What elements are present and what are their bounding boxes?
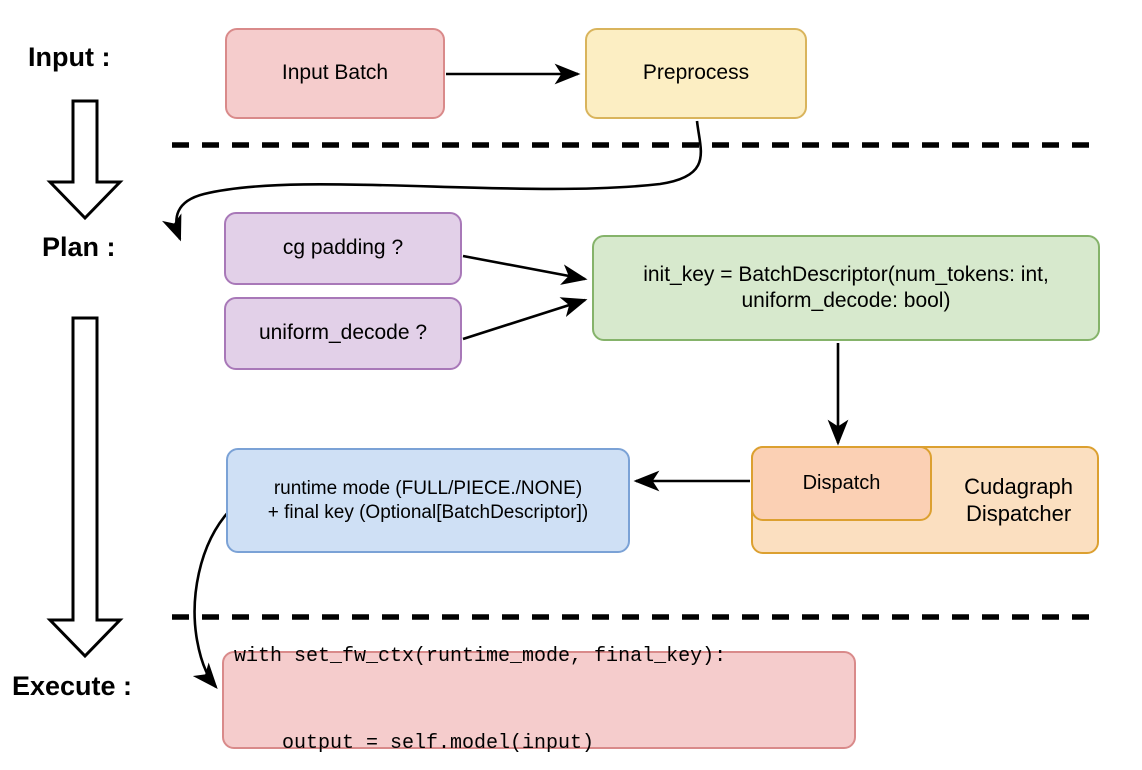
plan-to-execute-arrow <box>46 316 124 659</box>
node-init-key[interactable]: init_key = BatchDescriptor(num_tokens: i… <box>592 235 1100 341</box>
node-input-batch[interactable]: Input Batch <box>225 28 445 119</box>
edge-uniform-decode-to-init-key <box>462 297 588 341</box>
stage-label-execute: Execute : <box>12 671 133 701</box>
node-dispatch[interactable]: Dispatch <box>751 446 932 521</box>
node-runtime-mode[interactable]: runtime mode (FULL/PIECE./NONE) + final … <box>226 448 630 553</box>
node-dispatch-label: Dispatch <box>802 472 881 494</box>
node-init-key-text: init_key = BatchDescriptor(num_tokens: i… <box>643 262 1049 315</box>
input-to-plan-arrow <box>46 99 124 221</box>
stage-label-plan: Plan : <box>42 232 116 262</box>
node-cg-padding-label: cg padding ? <box>282 236 404 260</box>
node-exec-code-line2: output = self.model(input) <box>234 732 595 755</box>
node-runtime-mode-text: runtime mode (FULL/PIECE./NONE) + final … <box>268 477 589 525</box>
node-cudagraph-dispatcher-line1: Cudagraph <box>964 473 1073 499</box>
node-init-key-line1: init_key = BatchDescriptor(num_tokens: i… <box>643 262 1049 286</box>
node-cg-padding[interactable]: cg padding ? <box>224 212 462 285</box>
node-exec-code-text: with set_fw_ctx(runtime_mode, final_key)… <box>234 584 726 770</box>
node-runtime-mode-line2: + final key (Optional[BatchDescriptor]) <box>267 501 589 523</box>
stage-label-input: Input : <box>28 42 111 72</box>
node-init-key-line2: uniform_decode: bool) <box>741 289 951 312</box>
node-runtime-mode-line1: runtime mode (FULL/PIECE./NONE) <box>273 477 583 499</box>
node-preprocess[interactable]: Preprocess <box>585 28 807 119</box>
edge-cg-padding-to-init-key <box>462 254 588 285</box>
node-input-batch-label: Input Batch <box>281 61 389 85</box>
node-cudagraph-dispatcher-line2: Dispatcher <box>965 501 1072 526</box>
node-cudagraph-dispatcher-text: Cudagraph Dispatcher <box>964 473 1073 528</box>
node-exec-code[interactable]: with set_fw_ctx(runtime_mode, final_key)… <box>222 645 856 755</box>
node-exec-code-line1: with set_fw_ctx(runtime_mode, final_key)… <box>234 645 727 668</box>
node-preprocess-label: Preprocess <box>642 61 750 85</box>
node-uniform-decode[interactable]: uniform_decode ? <box>224 297 462 370</box>
node-uniform-decode-label: uniform_decode ? <box>258 321 428 345</box>
